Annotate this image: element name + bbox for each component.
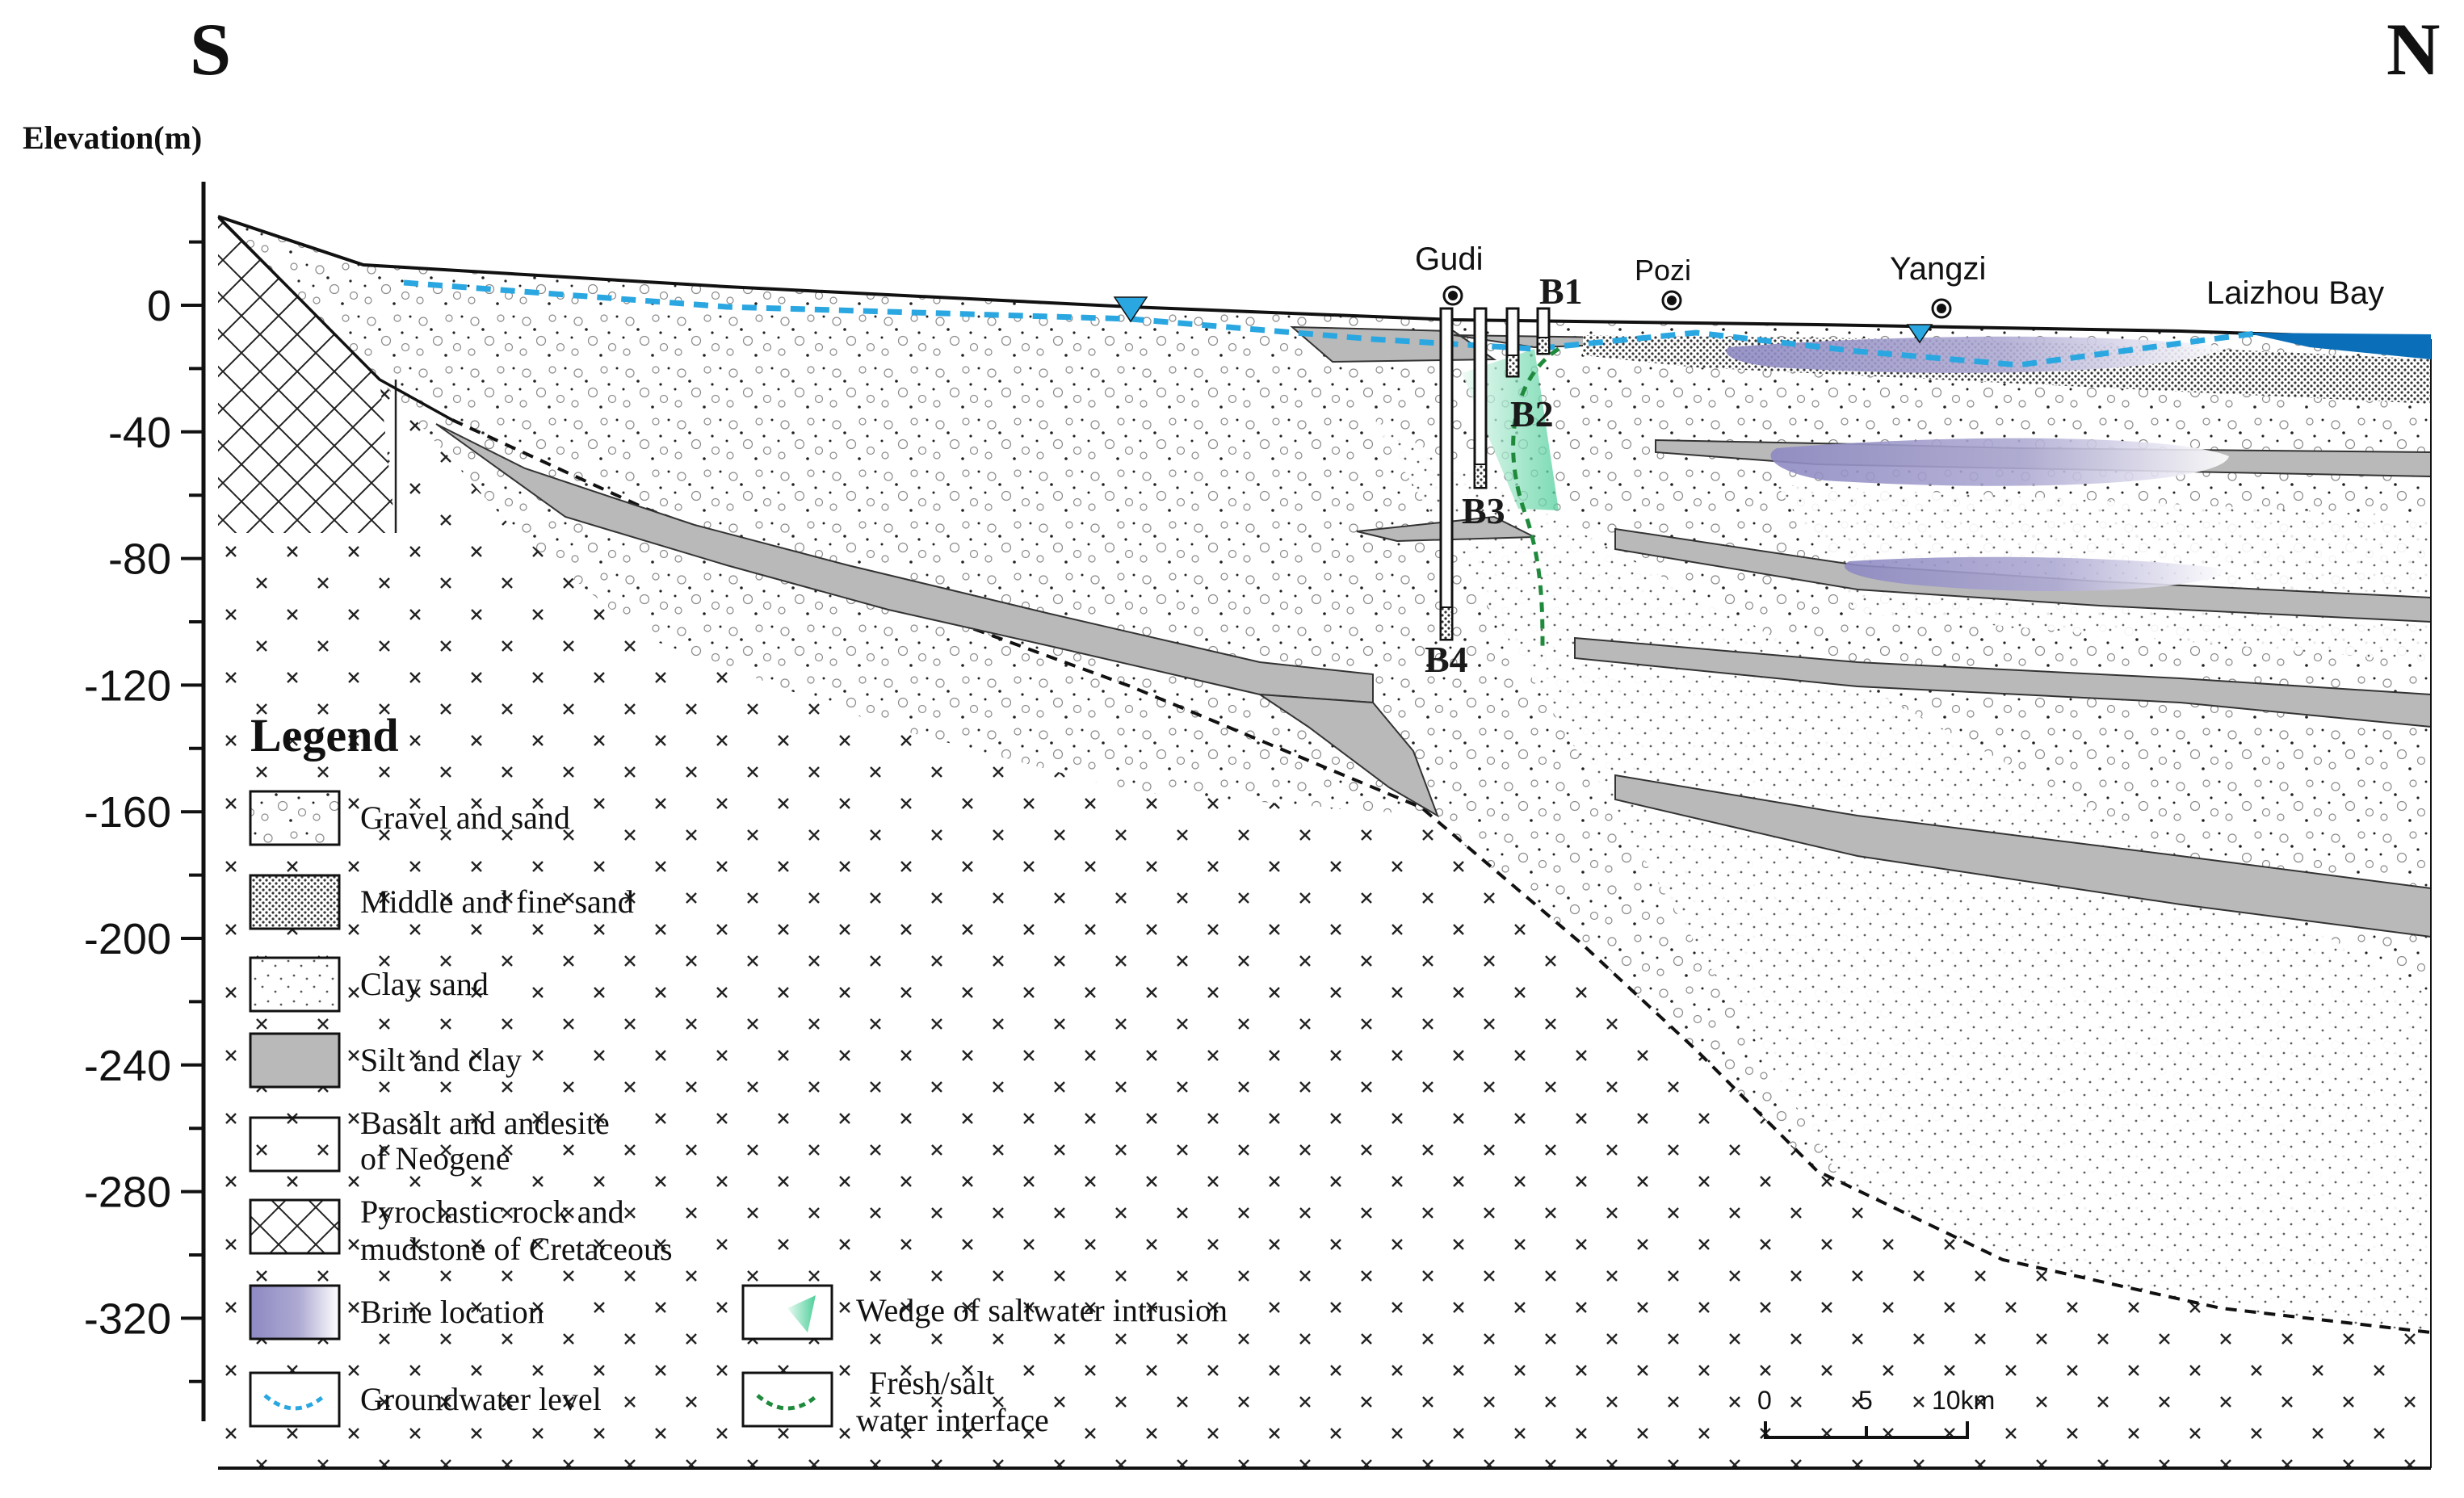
yangzi-marker-dot: [1937, 304, 1946, 313]
silt-layer-deep-tail: [1257, 693, 1439, 818]
north-label: N: [2386, 8, 2440, 90]
pozi-marker-dot: [1667, 296, 1677, 305]
legend-swatch-brine: [249, 1284, 341, 1341]
scale-tick-5: 5: [1858, 1386, 1873, 1415]
legend-pyro-label-2: mudstone of Cretaceous: [360, 1231, 673, 1267]
ground-surface-line: [217, 215, 2432, 341]
borehole-b3-screen: [1474, 464, 1487, 489]
place-pozi: Pozi: [1635, 254, 1691, 287]
brine-body-lower: [1845, 556, 2229, 592]
brine-body-middle: [1770, 438, 2229, 486]
legend: Legend Gravel and sand Middle and fine s…: [249, 709, 1228, 1438]
south-label: S: [190, 8, 231, 90]
legend-gravel-label: Gravel and sand: [360, 799, 570, 836]
scale-bar-line: [1764, 1421, 1969, 1439]
borehole-b1-screen: [1537, 337, 1550, 355]
legend-swatch-basalt: [249, 1116, 341, 1173]
legend-clay-sand-label: Clay sand: [360, 966, 489, 1002]
brine-body-upper: [1726, 336, 2229, 373]
legend-groundwater-icon: [263, 1394, 326, 1411]
place-yangzi: Yangzi: [1890, 251, 1986, 287]
legend-swatch-wedge: [741, 1284, 833, 1341]
groundwater-level-line: [403, 279, 2262, 368]
y-tick-label: -240: [84, 1042, 171, 1090]
legend-middle-sand-label: Middle and fine sand: [360, 883, 634, 920]
borehole-b2-screen: [1506, 355, 1519, 377]
gudi-marker-icon: [1442, 285, 1463, 306]
silt-layer-120: [1574, 636, 2431, 728]
legend-swatch-gravel: [249, 790, 341, 846]
water-table-marker-1: [1113, 296, 1148, 323]
borehole-b4-casing: [1439, 307, 1454, 641]
gudi-marker-dot: [1448, 291, 1458, 300]
laizhou-bay-water: [2245, 333, 2431, 359]
yangzi-marker-icon: [1931, 298, 1952, 319]
basement-contact-line: [451, 418, 2431, 1334]
borehole-b2-label: B2: [1510, 393, 1554, 434]
scale-bar: 0 5 10km: [1757, 1386, 1995, 1439]
legend-interface-label-1: Fresh/salt: [869, 1365, 995, 1401]
water-table-marker-2: [1906, 324, 1933, 344]
legend-swatch-middle-fine-sand: [249, 874, 341, 930]
legend-title: Legend: [250, 709, 399, 762]
borehole-b4-label: B4: [1425, 639, 1468, 680]
y-axis: 0 -40 -80 -120 -160 -200 -240 -280 -320: [84, 182, 206, 1421]
legend-interface-icon: [756, 1394, 819, 1411]
borehole-b3-casing: [1473, 307, 1488, 489]
y-tick-label: -280: [84, 1169, 171, 1217]
pozi-marker-icon: [1661, 290, 1682, 311]
legend-swatch-interface: [741, 1371, 833, 1428]
silt-layer-deep: [435, 423, 1374, 704]
legend-silt-clay-label: Silt and clay: [360, 1042, 522, 1078]
place-gudi: Gudi: [1415, 241, 1484, 277]
legend-interface-label-2: water interface: [856, 1402, 1049, 1438]
place-laizhou-bay: Laizhou Bay: [2206, 275, 2384, 311]
borehole-b4-screen: [1440, 606, 1453, 640]
legend-wedge-icon: [787, 1295, 816, 1332]
y-tick-label: -160: [84, 788, 171, 837]
geology-section: [218, 216, 2431, 1468]
y-tick-label: -320: [84, 1294, 171, 1343]
y-axis-ticks: 0 -40 -80 -120 -160 -200 -240 -280 -320: [84, 240, 204, 1383]
legend-swatch-silt-clay: [249, 1032, 341, 1089]
y-tick-label: -200: [84, 915, 171, 963]
legend-wedge-label: Wedge of saltwater intrusion: [856, 1292, 1228, 1328]
y-tick-label: 0: [147, 282, 171, 330]
cretaceous-contact-line: [218, 216, 453, 422]
scale-tick-0: 0: [1757, 1386, 1772, 1415]
legend-groundwater-label: Groundwater level: [360, 1381, 602, 1417]
borehole-b3-label: B3: [1462, 490, 1505, 531]
legend-swatch-pyroclastic: [249, 1198, 341, 1255]
pyroclastic-body: [218, 216, 396, 533]
legend-brine-label: Brine location: [360, 1294, 544, 1330]
y-tick-label: -80: [108, 535, 171, 584]
y-tick-label: -40: [108, 409, 171, 457]
legend-basalt-label-2: of Neogene: [360, 1140, 510, 1177]
legend-pyro-label-1: Pyroclastic rock and: [360, 1194, 624, 1230]
borehole-b1-label: B1: [1539, 271, 1583, 312]
elevation-axis-title: Elevation(m): [23, 120, 202, 156]
silt-layer-170: [1614, 774, 2431, 938]
clay-sand-zone: [1373, 420, 2431, 1468]
y-tick-label: -120: [84, 661, 171, 710]
scale-tick-10km: 10km: [1932, 1386, 1995, 1415]
legend-swatch-groundwater: [249, 1371, 341, 1428]
basalt-andesite-body: [218, 216, 2431, 1468]
legend-swatch-clay-sand: [249, 956, 341, 1013]
fresh-salt-interface-line: [1511, 346, 1560, 647]
legend-basalt-label-1: Basalt and andesite: [360, 1105, 610, 1141]
